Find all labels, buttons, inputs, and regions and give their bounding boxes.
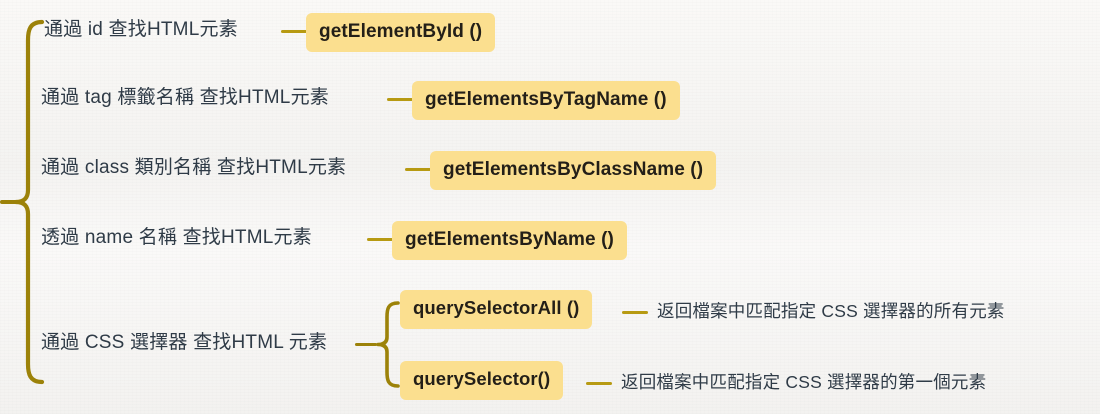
method-badge-by-name[interactable]: getElementsByName ()	[392, 221, 627, 260]
method-badge-query-selector-all[interactable]: querySelectorAll ()	[400, 290, 593, 329]
connector-by-tag-name	[387, 98, 413, 101]
branch-label-by-css-selector: 通過 CSS 選擇器 查找HTML 元素	[41, 332, 328, 353]
branch-label-by-tag-name: 通過 tag 標籤名稱 查找HTML元素	[41, 87, 329, 108]
connector-by-class-name	[405, 168, 431, 171]
connector-by-id	[281, 30, 307, 33]
css-selector-sub-brace	[376, 301, 400, 388]
connector-query-selector-all	[622, 311, 648, 314]
connector-by-name	[367, 238, 393, 241]
branch-label-by-name: 透過 name 名稱 查找HTML元素	[41, 227, 312, 248]
description-query-selector-all: 返回檔案中匹配指定 CSS 選擇器的所有元素	[657, 301, 1005, 321]
main-brace-root-stub	[0, 200, 18, 204]
connector-by-css-selector	[355, 343, 377, 346]
method-badge-by-tag-name[interactable]: getElementsByTagName ()	[412, 81, 680, 120]
description-query-selector: 返回檔案中匹配指定 CSS 選擇器的第一個元素	[621, 372, 987, 392]
method-badge-by-id[interactable]: getElementById ()	[306, 13, 496, 52]
method-badge-query-selector[interactable]: querySelector()	[400, 361, 564, 400]
method-badge-by-class-name[interactable]: getElementsByClassName ()	[430, 151, 717, 190]
branch-label-by-class-name: 通過 class 類別名稱 查找HTML元素	[41, 157, 347, 178]
connector-query-selector	[586, 382, 612, 385]
branch-label-by-id: 通過 id 查找HTML元素	[44, 19, 238, 40]
